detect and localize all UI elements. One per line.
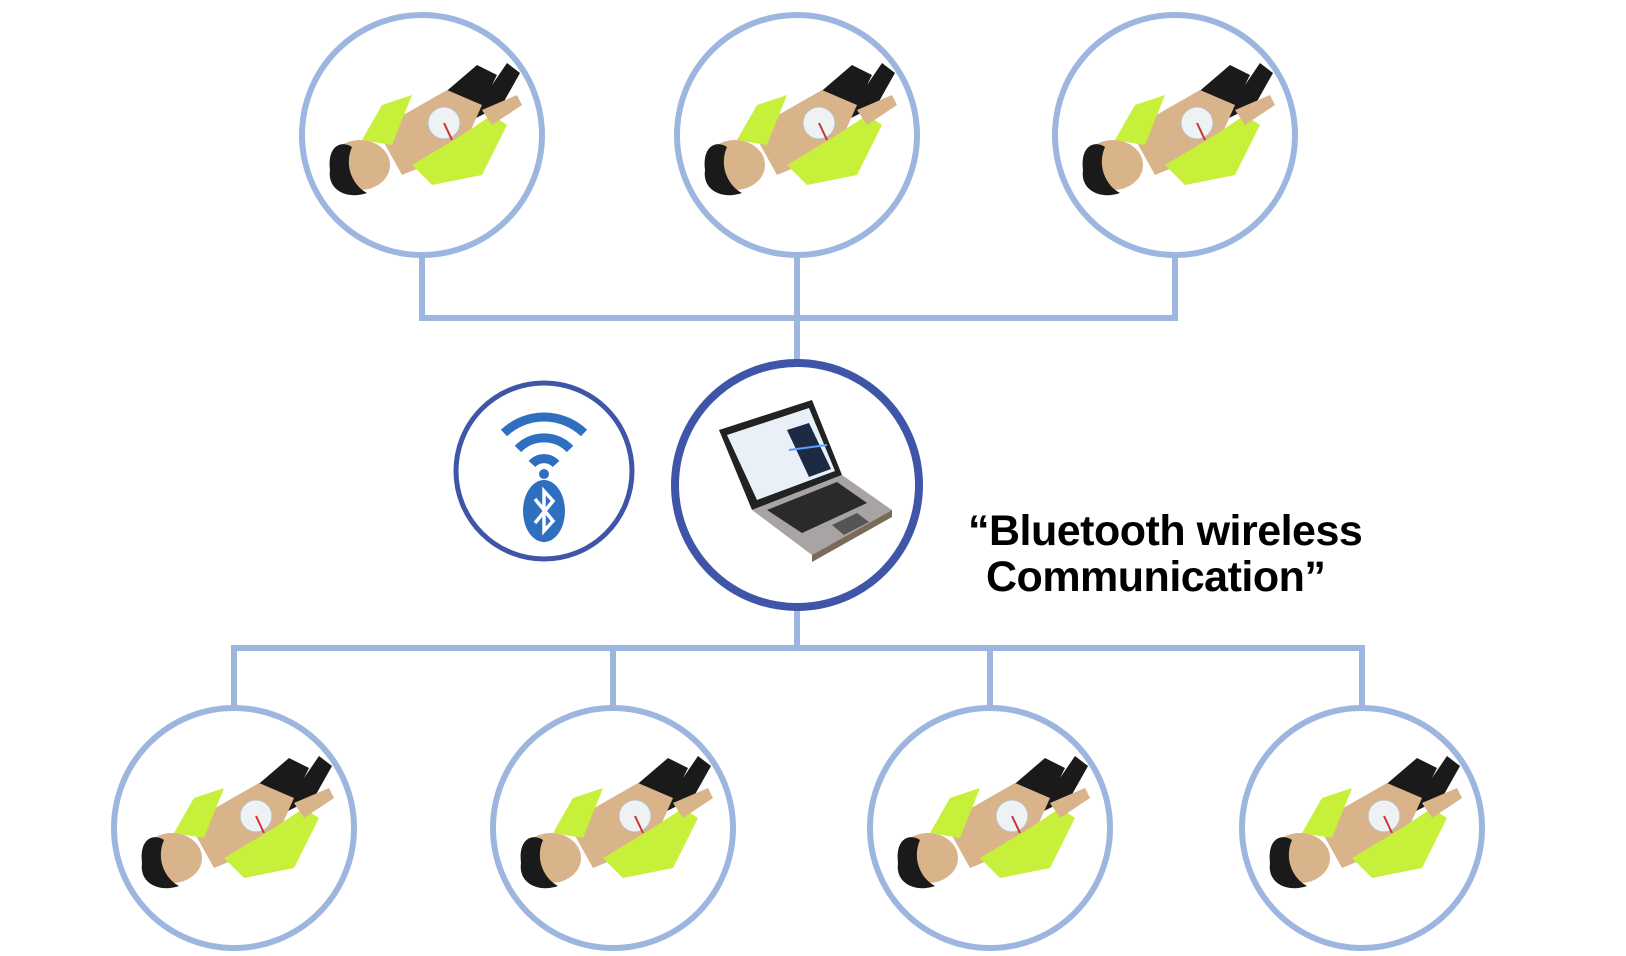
manikin-node [1239,705,1485,951]
bottom-connector [231,608,1365,708]
manikin-node [299,12,545,258]
manikin-node [490,705,736,951]
top-connector [419,255,1178,362]
caption-line-2: Communication” [986,553,1326,601]
caption-line-1: “Bluetooth wireless [968,507,1363,555]
laptop-icon [719,400,892,562]
bluetooth-caption: “Bluetooth wireless Communication” [968,507,1363,601]
manikin-node [674,12,920,258]
bluetooth-icon [523,480,565,542]
manikin-node [867,705,1113,951]
wifi-icon [500,412,588,468]
laptop-hub-node [671,359,923,611]
manikin-node [111,705,357,951]
wifi-dot-icon [539,469,549,479]
top-manikins [299,12,1298,258]
connector-lines [231,255,1365,708]
manikin-node [1052,12,1298,258]
bluetooth-node [453,380,635,562]
bottom-manikins [111,705,1485,951]
